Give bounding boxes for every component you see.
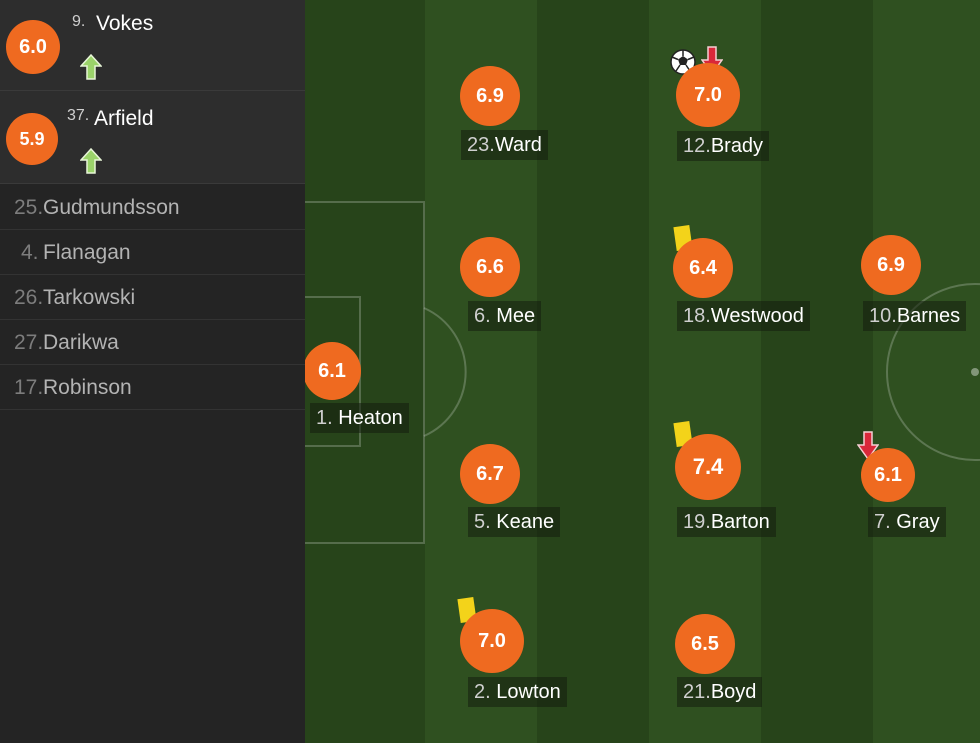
player-number: 18.	[683, 305, 711, 327]
player-label: 23.Ward	[461, 130, 548, 160]
player-name: Heaton	[338, 407, 403, 429]
bench-player-row[interactable]: 27. Darikwa	[0, 320, 305, 365]
player-label: 18.Westwood	[677, 301, 810, 331]
bench-player-row[interactable]: 4. Flanagan	[0, 230, 305, 275]
player-number: 12.	[683, 135, 711, 157]
rating-badge: 7.0	[676, 63, 740, 127]
player-label: 5. Keane	[468, 507, 561, 537]
sub-on-arrow-icon	[80, 148, 102, 174]
rating-badge: 6.5	[675, 614, 735, 674]
bench-player-row[interactable]: 17. Robinson	[0, 365, 305, 410]
player-label: 19.Barton	[677, 507, 776, 537]
player-name: Barnes	[896, 305, 961, 327]
player-name: Vokes	[96, 12, 154, 35]
player-name: Westwood	[710, 305, 804, 327]
player-number: 7.	[874, 511, 891, 533]
player-number: 10.	[869, 305, 897, 327]
bench-player-row[interactable]: 26. Tarkowski	[0, 275, 305, 320]
rating-badge: 6.9	[460, 66, 520, 126]
player-label: 21.Boyd	[677, 677, 763, 707]
player-number: 2.	[474, 681, 491, 703]
player-number: 25.	[14, 196, 44, 219]
player-label: 10.Barnes	[863, 301, 967, 331]
rating-badge: 6.1	[861, 448, 915, 502]
player-label: 2. Lowton	[468, 677, 567, 707]
rating-badge: 6.0	[6, 20, 60, 74]
player-number: 37.	[67, 107, 90, 124]
rating-badge: 5.9	[6, 113, 58, 165]
player-name: Arfield	[94, 107, 154, 130]
rating-badge: 7.0	[460, 609, 524, 673]
pitch: 6.1 1. Heaton 6.9 23.Ward 6.6 6. Mee 6.7…	[305, 0, 980, 743]
player-name: Barton	[710, 511, 770, 533]
player-label: 6. Mee	[468, 301, 542, 331]
substitute-row[interactable]: 5.9 37. Arfield	[0, 91, 305, 184]
player-name: Ward	[494, 134, 542, 156]
player-name: Lowton	[496, 681, 561, 703]
player-number: 27.	[14, 331, 44, 354]
player-number: 19.	[683, 511, 711, 533]
player-number: 1.	[316, 407, 333, 429]
player-name: Flanagan	[43, 241, 131, 264]
player-label: 12.Brady	[677, 131, 770, 161]
rating-badge: 6.9	[861, 235, 921, 295]
lineup-sidebar: 6.0 9. Vokes 5.9 37. Arfield 25. Gudmund…	[0, 0, 305, 743]
rating-badge: 6.4	[673, 238, 733, 298]
player-label: 1. Heaton	[310, 403, 409, 433]
player-name: Darikwa	[43, 331, 119, 354]
player-number: 6.	[474, 305, 491, 327]
player-name: Robinson	[43, 376, 132, 399]
pitch-stripe	[761, 0, 873, 743]
player-name: Tarkowski	[43, 286, 136, 309]
player-number: 23.	[467, 134, 495, 156]
player-number: 21.	[683, 681, 711, 703]
sub-on-arrow-icon	[80, 54, 102, 80]
player-label: 7. Gray	[868, 507, 946, 537]
substitute-row[interactable]: 6.0 9. Vokes	[0, 0, 305, 91]
player-number: 26.	[14, 286, 44, 309]
player-name: Mee	[496, 305, 536, 327]
player-name: Gray	[896, 511, 940, 533]
rating-badge: 6.1	[305, 342, 361, 400]
player-number: 4.	[21, 241, 39, 264]
player-number: 17.	[14, 376, 44, 399]
pitch-stripe	[537, 0, 649, 743]
bench-player-row[interactable]: 25. Gudmundsson	[0, 185, 305, 230]
pitch-stripe	[873, 0, 980, 743]
rating-badge: 6.7	[460, 444, 520, 504]
player-name: Brady	[710, 135, 764, 157]
player-name: Keane	[496, 511, 555, 533]
player-name: Gudmundsson	[43, 196, 180, 219]
rating-badge: 7.4	[675, 434, 741, 500]
player-number: 9.	[72, 13, 86, 30]
player-number: 5.	[474, 511, 491, 533]
pitch-markings	[305, 201, 980, 544]
player-name: Boyd	[710, 681, 757, 703]
rating-badge: 6.6	[460, 237, 520, 297]
